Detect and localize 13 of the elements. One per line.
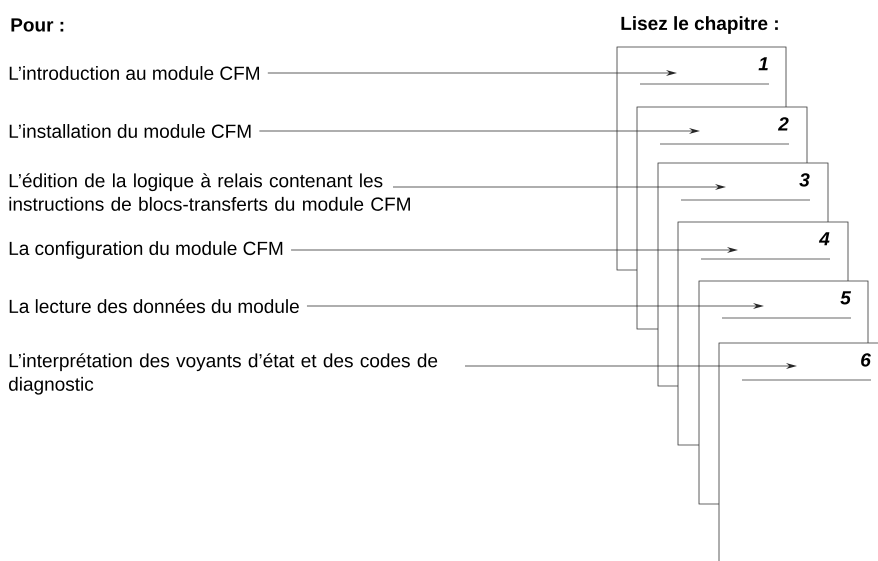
chapter-page: 2 [636,106,808,164]
chapter-page: 3 [658,162,828,222]
topic-text: La lecture des données du module [10,298,299,314]
column-heading: Pour : [11,18,64,32]
topic-text: L’édition de la logique à relais contenant les instructions de blocs-transferts du module CFM [9,173,410,211]
topic-text: La configuration du module CFM [10,241,282,259]
chapter-page: 6 [718,342,878,561]
chapter-page: 1 [616,46,786,108]
topic-text: L’installation du module CFM [10,124,251,138]
topic-text: L’introduction au module CFM [10,66,259,80]
chapter-page: 4 [678,222,848,282]
chapter-page: 5 [698,280,868,344]
topic-text: L’interprétation des voyants d’état et des codes de diagnostic [9,353,438,395]
